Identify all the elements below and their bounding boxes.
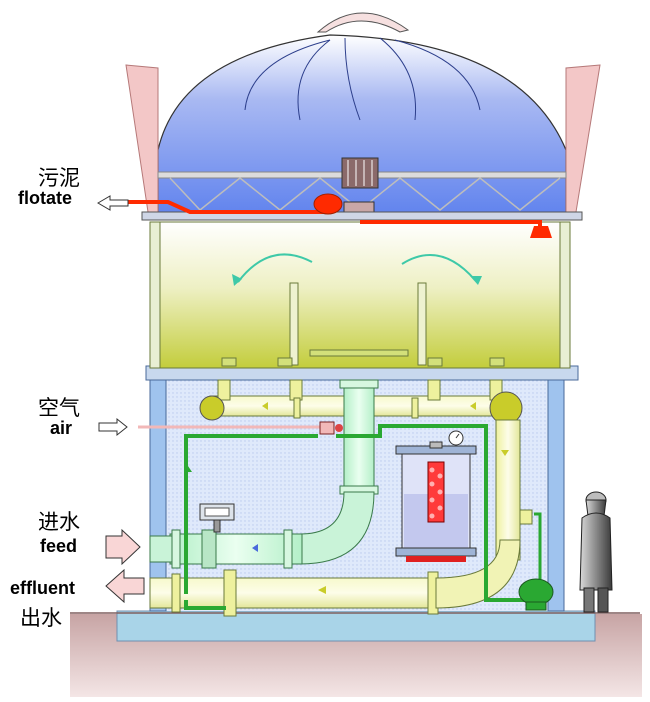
arrow-left-icon xyxy=(97,195,129,211)
recycle-line xyxy=(184,434,318,594)
operator-figure-icon xyxy=(579,491,613,613)
sludge-label-en: flotate xyxy=(18,188,72,208)
pressure-gauge-icon xyxy=(448,430,464,446)
sludge-label-zh: 污泥 xyxy=(38,166,80,190)
baffle-left xyxy=(289,282,299,366)
scraper-drive xyxy=(341,157,379,189)
right-column xyxy=(547,377,565,612)
pump-icon xyxy=(518,578,554,611)
arrow-left-icon xyxy=(105,568,145,604)
feed-pipe xyxy=(169,533,303,565)
arrow-right-icon xyxy=(98,417,128,437)
effluent-label-zh: 出水 xyxy=(20,606,62,630)
air-label-en: air xyxy=(50,418,73,438)
feed-label-zh: 进水 xyxy=(38,510,80,534)
sludge-line xyxy=(128,200,325,214)
air-label-zh: 空气 xyxy=(38,396,80,420)
left-column xyxy=(149,377,167,612)
effluent-label-en: effluent xyxy=(10,578,75,598)
dome-cover xyxy=(157,34,567,219)
foundation-base xyxy=(116,610,596,642)
effluent-pipe xyxy=(149,577,437,609)
feed-label-en: feed xyxy=(40,536,78,556)
arrow-right-icon xyxy=(105,528,141,566)
flotation-tank xyxy=(157,221,565,369)
baffle-right xyxy=(417,282,427,366)
flow-meter-icon xyxy=(199,503,235,533)
